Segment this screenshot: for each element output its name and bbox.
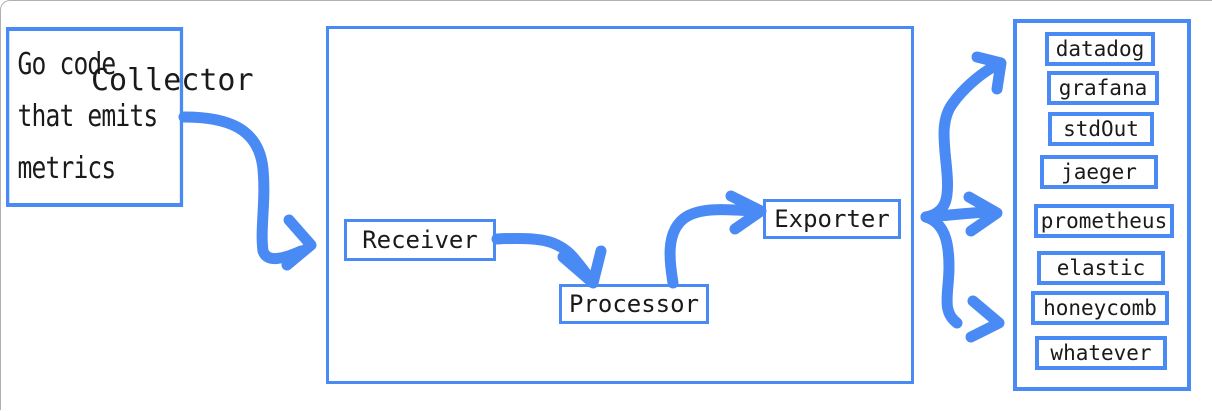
arrow-exporter-fanout-middle <box>920 191 1003 237</box>
collector-stage-receiver: Receiver <box>344 219 496 261</box>
backend-item-whatever: whatever <box>1035 336 1167 370</box>
backend-item-prometheus: prometheus <box>1034 204 1174 238</box>
collector-stage-processor: Processor <box>559 284 709 324</box>
arrow-exporter-fanout-up <box>920 51 1007 223</box>
source-line-1: Go code <box>17 47 116 82</box>
source-line-3: metrics <box>17 151 116 186</box>
collector-title: Collector <box>91 63 254 98</box>
collector-stage-exporter: Exporter <box>763 199 901 239</box>
backend-item-stdout: stdOut <box>1048 112 1154 146</box>
arrow-exporter-fanout-down <box>920 211 1005 343</box>
backend-item-datadog: datadog <box>1045 32 1155 66</box>
source-node-go-code: Go code that emits metrics <box>6 27 184 207</box>
arrow-source-to-receiver <box>178 111 317 271</box>
backend-item-elastic: elastic <box>1037 251 1165 285</box>
backend-item-honeycomb: honeycomb <box>1031 291 1169 325</box>
backend-item-jaeger: jaeger <box>1040 155 1158 189</box>
backend-item-grafana: grafana <box>1047 71 1159 105</box>
source-line-2: that emits <box>17 99 158 134</box>
